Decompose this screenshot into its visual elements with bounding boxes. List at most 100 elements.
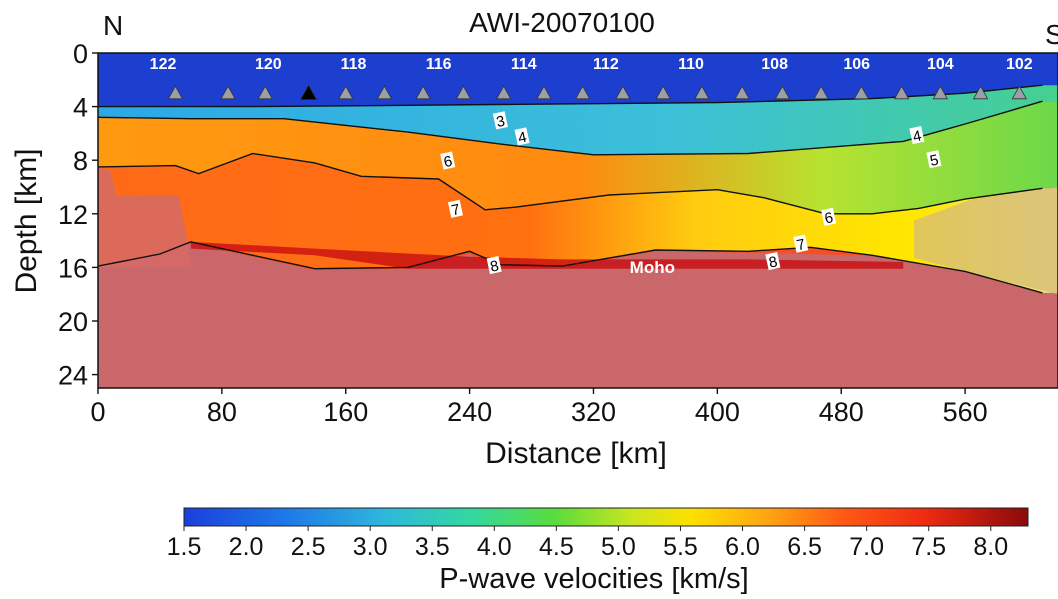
obs-marker	[338, 85, 354, 100]
colorbar-tick-label: 2.0	[229, 533, 264, 561]
obs-marker-shot	[299, 84, 318, 100]
svg-text:8: 8	[767, 253, 779, 271]
contour-label: 8	[765, 251, 781, 272]
obs-marker	[495, 85, 512, 100]
sediment-region	[98, 85, 1058, 155]
obs-marker	[972, 85, 989, 100]
colorbar-tick-label: 5.5	[663, 533, 698, 561]
obs-marker	[893, 85, 910, 100]
colorbar-tick-label: 6.0	[725, 533, 760, 561]
obs-marker	[167, 85, 184, 100]
x-tick-label: 400	[695, 397, 740, 427]
obs-marker	[536, 85, 552, 100]
obs-marker	[734, 85, 750, 100]
obs-marker	[655, 85, 671, 100]
y-tick-label: 16	[58, 253, 88, 283]
contour-label: 8	[486, 256, 502, 276]
boundary-moho	[98, 241, 1043, 294]
colorbar-tick-label: 4.0	[477, 533, 512, 561]
station-label: 118	[341, 56, 367, 73]
station-label: 116	[426, 56, 452, 73]
contour-label: 7	[793, 234, 809, 254]
svg-text:3: 3	[495, 113, 507, 131]
boundary-seafloor	[98, 84, 1043, 108]
contour-label: 7	[447, 199, 464, 219]
svg-text:5: 5	[928, 152, 940, 170]
boundary-basement	[98, 100, 1043, 156]
upper-crust-region	[98, 101, 1058, 214]
colorbar-tick-label: 4.5	[539, 533, 574, 561]
station-label: 122	[150, 56, 177, 73]
colorbar-tick-label: 5.0	[601, 533, 636, 561]
y-tick-label: 0	[73, 39, 88, 69]
obs-marker	[774, 85, 791, 100]
x-tick-label: 160	[323, 397, 368, 427]
svg-text:6: 6	[442, 153, 454, 171]
svg-text:7: 7	[450, 201, 462, 219]
svg-text:4: 4	[911, 127, 923, 145]
x-tick-label: 0	[90, 397, 105, 427]
contour-label: 4	[514, 127, 530, 147]
station-label: 114	[511, 56, 537, 73]
svg-text:6: 6	[823, 209, 835, 227]
direction-label-south: S	[1045, 19, 1058, 50]
contour-label: 5	[926, 150, 942, 170]
y-tick-label: 20	[58, 307, 88, 337]
x-tick-label: 240	[447, 397, 492, 427]
moho-high-velocity-band	[190, 241, 904, 269]
colorbar-tick-label: 6.5	[787, 533, 822, 561]
svg-text:7: 7	[795, 236, 807, 254]
lower-crust-region	[98, 241, 1058, 388]
colorbar-tick-label: 3.5	[415, 533, 450, 561]
plot-frame	[97, 52, 1058, 389]
left-unsampled-shade	[98, 166, 191, 268]
obs-marker	[853, 85, 870, 100]
y-axis-label: Depth [km]	[10, 148, 43, 293]
obs-marker	[376, 85, 393, 100]
y-tick-label: 8	[73, 146, 88, 176]
station-label: 112	[593, 56, 619, 73]
colorbar-tick-label: 2.5	[291, 533, 326, 561]
colorbar-tick-label: 8.0	[973, 533, 1008, 561]
colorbar-tick-label: 3.0	[353, 533, 388, 561]
annotations: Moho	[630, 258, 675, 277]
station-label: 104	[927, 56, 954, 73]
colorbar-tick-label: 7.0	[849, 533, 884, 561]
x-tick-label: 480	[819, 397, 864, 427]
boundary-upper_crust	[98, 152, 1043, 215]
colorbar-ticks: 1.5 2.0 2.5 3.0 3.5 4.0 4.5 5.0 5.5 6.0 6.5 7.0 7.5 8…	[167, 526, 1008, 561]
obs-marker	[1011, 85, 1027, 100]
layer-boundaries	[98, 84, 1043, 294]
obs-marker	[455, 85, 472, 100]
y-tick-label: 4	[73, 93, 88, 123]
right-unsampled-shade	[914, 187, 1058, 295]
colorbar-tick-label: 7.5	[911, 533, 946, 561]
chart-title: AWI-20070100	[469, 7, 655, 38]
x-tick-label: 80	[207, 397, 237, 427]
station-label: 110	[678, 56, 704, 73]
direction-label-north: N	[103, 10, 123, 41]
contour-label: 6	[821, 207, 837, 227]
contour-label: 6	[440, 151, 456, 171]
obs-marker	[694, 85, 710, 100]
obs-marker	[220, 85, 236, 100]
svg-text:8: 8	[489, 257, 501, 275]
x-tick-label: 560	[943, 397, 988, 427]
obs-markers	[167, 84, 1027, 100]
station-label: 106	[843, 56, 870, 73]
colorbar	[183, 507, 1029, 527]
contour-label: 4	[909, 126, 925, 146]
station-label: 120	[255, 56, 282, 73]
obs-marker	[415, 85, 431, 100]
obs-marker	[574, 85, 591, 100]
obs-marker	[932, 85, 949, 100]
x-axis-label: Distance [km]	[485, 437, 667, 470]
colorbar-tick-label: 1.5	[167, 533, 202, 561]
svg-text:4: 4	[517, 129, 529, 147]
